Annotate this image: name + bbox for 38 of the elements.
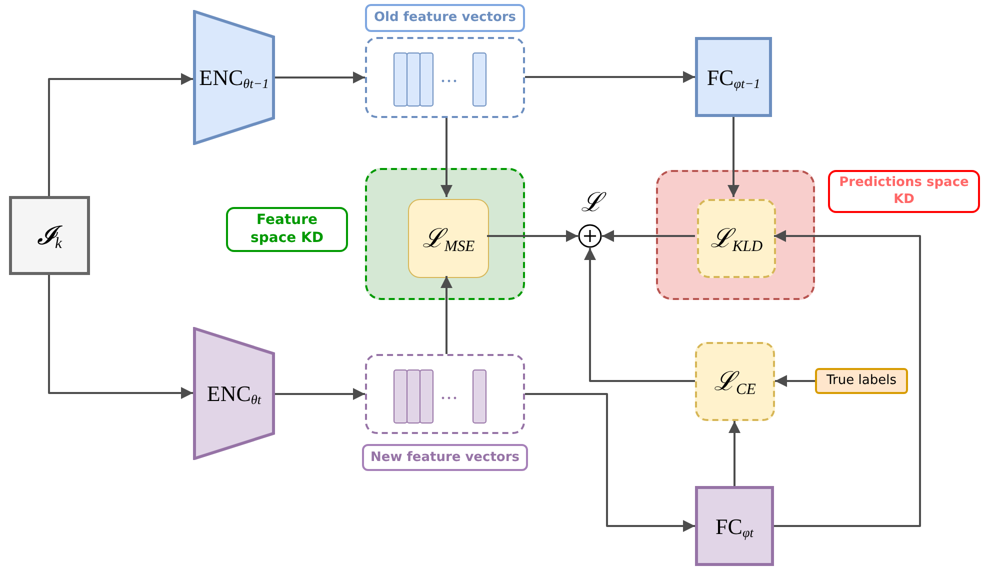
fc-box: [695, 37, 772, 117]
input-box: [9, 196, 90, 275]
tag-label: Old feature vectors: [365, 4, 525, 32]
arrow: [728, 117, 740, 197]
dashed-container: [365, 354, 525, 434]
arrow: [525, 393, 695, 532]
math-label: 𝓘$_{k}$: [37, 220, 62, 254]
math-label: ℒ$_{KLD}$: [710, 223, 763, 257]
math-label: FC$_{φt−1}$: [706, 64, 760, 93]
math-label: ℒ$_{CE}$: [714, 366, 756, 400]
arrow: [48, 275, 193, 399]
math-label: ℒ$_{MSE}$: [422, 223, 475, 257]
arrow: [275, 72, 365, 84]
math-label: ENC$_{θt}$: [206, 380, 262, 410]
tag-label: Feature space KD: [226, 207, 348, 252]
arrow: [487, 230, 578, 242]
tag-label: Predictions space KD: [828, 170, 980, 213]
arrow: [525, 71, 695, 83]
arrow: [775, 375, 815, 387]
arrow: [602, 230, 695, 242]
dashed-container: [365, 37, 525, 118]
arrow: [584, 248, 695, 382]
arrow: [48, 73, 193, 196]
math-label: FC$_{φt}$: [716, 512, 754, 542]
loss-box: [695, 342, 775, 421]
arrow: [774, 230, 921, 527]
fc-box: [695, 486, 774, 566]
region-background: [656, 170, 815, 300]
region-background: [365, 168, 525, 300]
math-label: ENC$_{θt−1}$: [199, 64, 269, 94]
arrow: [440, 276, 452, 354]
arrow: [440, 118, 452, 197]
tag-label: New feature vectors: [362, 444, 528, 471]
loss-box: [408, 199, 489, 278]
loss-box: [697, 199, 776, 278]
arrow: [728, 421, 740, 486]
tag-label: True labels: [815, 368, 908, 394]
arrow: [275, 388, 365, 400]
